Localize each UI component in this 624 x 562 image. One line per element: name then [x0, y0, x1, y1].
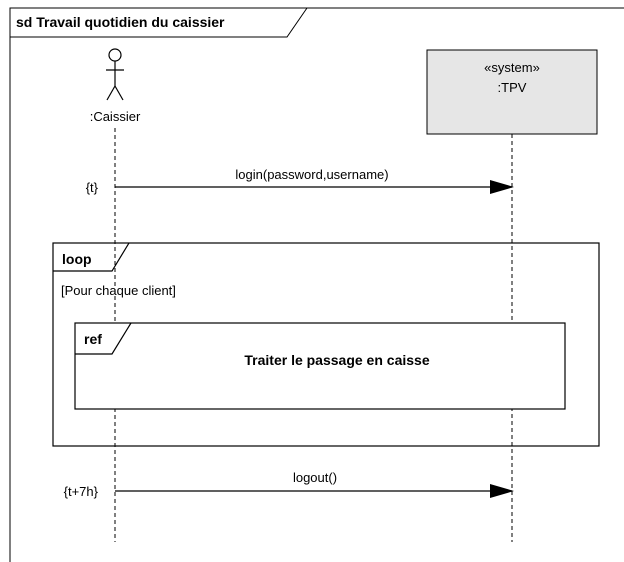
ref-text: Traiter le passage en caisse [244, 352, 429, 368]
message-login-label: login(password,username) [235, 167, 388, 182]
frame-title: sd Travail quotidien du caissier [16, 14, 225, 30]
actor-label: :Caissier [90, 109, 141, 124]
message-logout-label: logout() [293, 470, 337, 485]
sequence-frame: sd Travail quotidien du caissier [9, 7, 624, 562]
ref-operator: ref [84, 331, 102, 347]
system-label: :TPV [498, 80, 527, 95]
system-tpv: «system» :TPV [426, 49, 598, 135]
time-constraint-end: {t+7h} [64, 484, 99, 499]
ref-fragment: ref Traiter le passage en caisse [74, 322, 566, 410]
loop-guard: [Pour chaque client] [61, 283, 176, 298]
message-login: login(password,username) {t} [86, 167, 514, 195]
loop-fragment: loop [Pour chaque client] [52, 242, 600, 447]
actor-stick-figure-icon [106, 48, 124, 101]
loop-operator: loop [62, 251, 92, 267]
system-stereotype: «system» [484, 60, 540, 75]
message-logout: logout() {t+7h} [64, 470, 514, 499]
system-box [426, 49, 598, 135]
time-constraint-start: {t} [86, 180, 99, 195]
actor-caissier: :Caissier [90, 48, 141, 124]
